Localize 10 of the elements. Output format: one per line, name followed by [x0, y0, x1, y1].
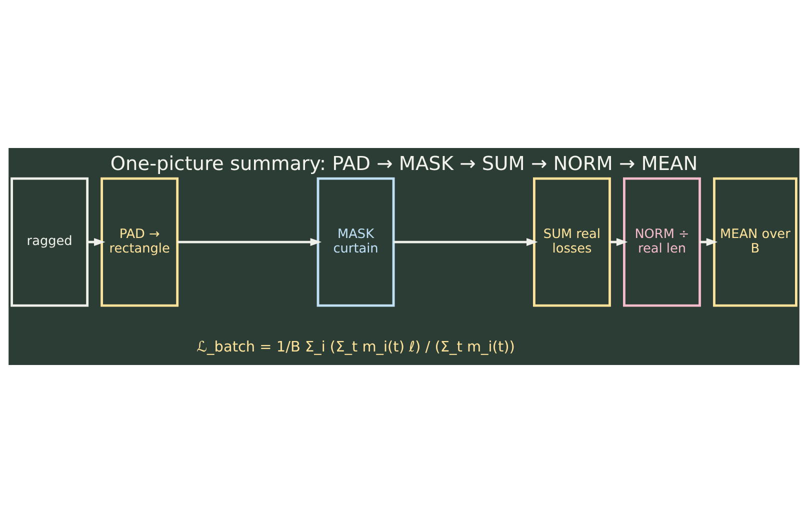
- diagram-title: One-picture summary: PAD → MASK → SUM → NORM → MEAN: [110, 151, 698, 174]
- node-box: ragged: [10, 176, 89, 306]
- node-box: MASK curtain: [316, 176, 395, 306]
- label: ℒ_batch = 1/B Σ_i (Σ_t m_i(t) ℓ) / (Σ_t m_i(t)): [196, 339, 515, 356]
- node-box: MEAN over B: [713, 176, 798, 306]
- node-box: SUM real losses: [533, 176, 611, 306]
- arrow: [394, 238, 538, 246]
- node-box: PAD → rectangle: [100, 176, 179, 306]
- arrow: [178, 238, 322, 246]
- node-box: NORM ÷ real len: [623, 176, 701, 306]
